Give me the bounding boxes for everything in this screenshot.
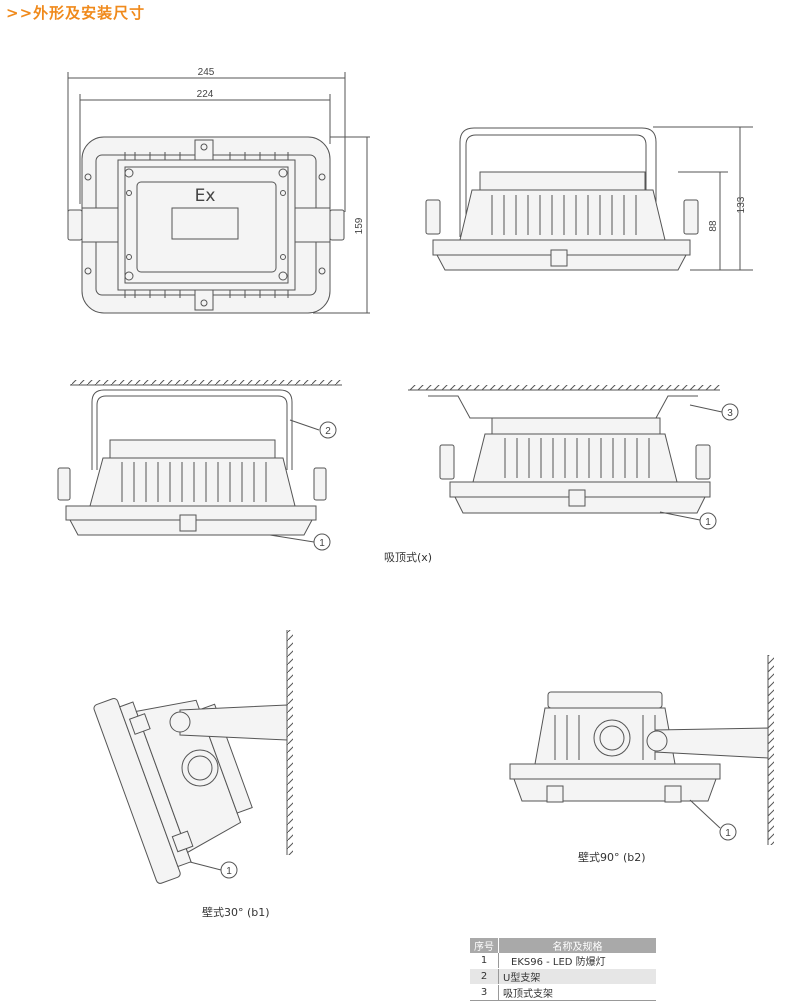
row-name: EKS96 - LED 防爆灯 — [498, 953, 656, 969]
row-no: 1 — [470, 953, 499, 969]
dim-159: 159 — [354, 217, 365, 234]
caption-wall-30: 壁式30° (b1) — [202, 906, 270, 919]
callout-2: 2 — [325, 426, 331, 437]
dim-224: 224 — [197, 89, 214, 100]
wall-30-view: 1 — [93, 630, 293, 884]
caption-wall-90: 壁式90° (b2) — [578, 851, 646, 864]
callout-1b: 1 — [705, 517, 711, 528]
dim-133: 133 — [736, 196, 747, 213]
callout-1c: 1 — [226, 866, 232, 877]
ceiling-flush-bracket-view: 3 1 — [408, 385, 739, 530]
top-view: Ex 245 224 159 — [67, 67, 370, 314]
callout-1d: 1 — [725, 828, 731, 839]
side-view: 133 88 — [425, 126, 753, 271]
callout-3: 3 — [727, 408, 733, 419]
row-no: 3 — [470, 984, 499, 1001]
ex-marking: Ex — [195, 186, 216, 206]
dim-88: 88 — [708, 220, 719, 232]
wall-90-view: 1 — [509, 655, 774, 845]
callout-1: 1 — [319, 538, 325, 549]
header-name: 名称及规格 — [498, 938, 656, 953]
caption-ceiling: 吸顶式(x) — [384, 551, 433, 564]
dim-245: 245 — [198, 67, 215, 78]
row-name: U型支架 — [498, 968, 656, 985]
ceiling-u-bracket-view: 2 1 — [57, 380, 342, 551]
row-no: 2 — [470, 968, 499, 985]
section-title: >>外形及安装尺寸 — [6, 4, 146, 22]
row-name: 吸顶式支架 — [498, 984, 656, 1001]
header-no: 序号 — [470, 938, 499, 953]
